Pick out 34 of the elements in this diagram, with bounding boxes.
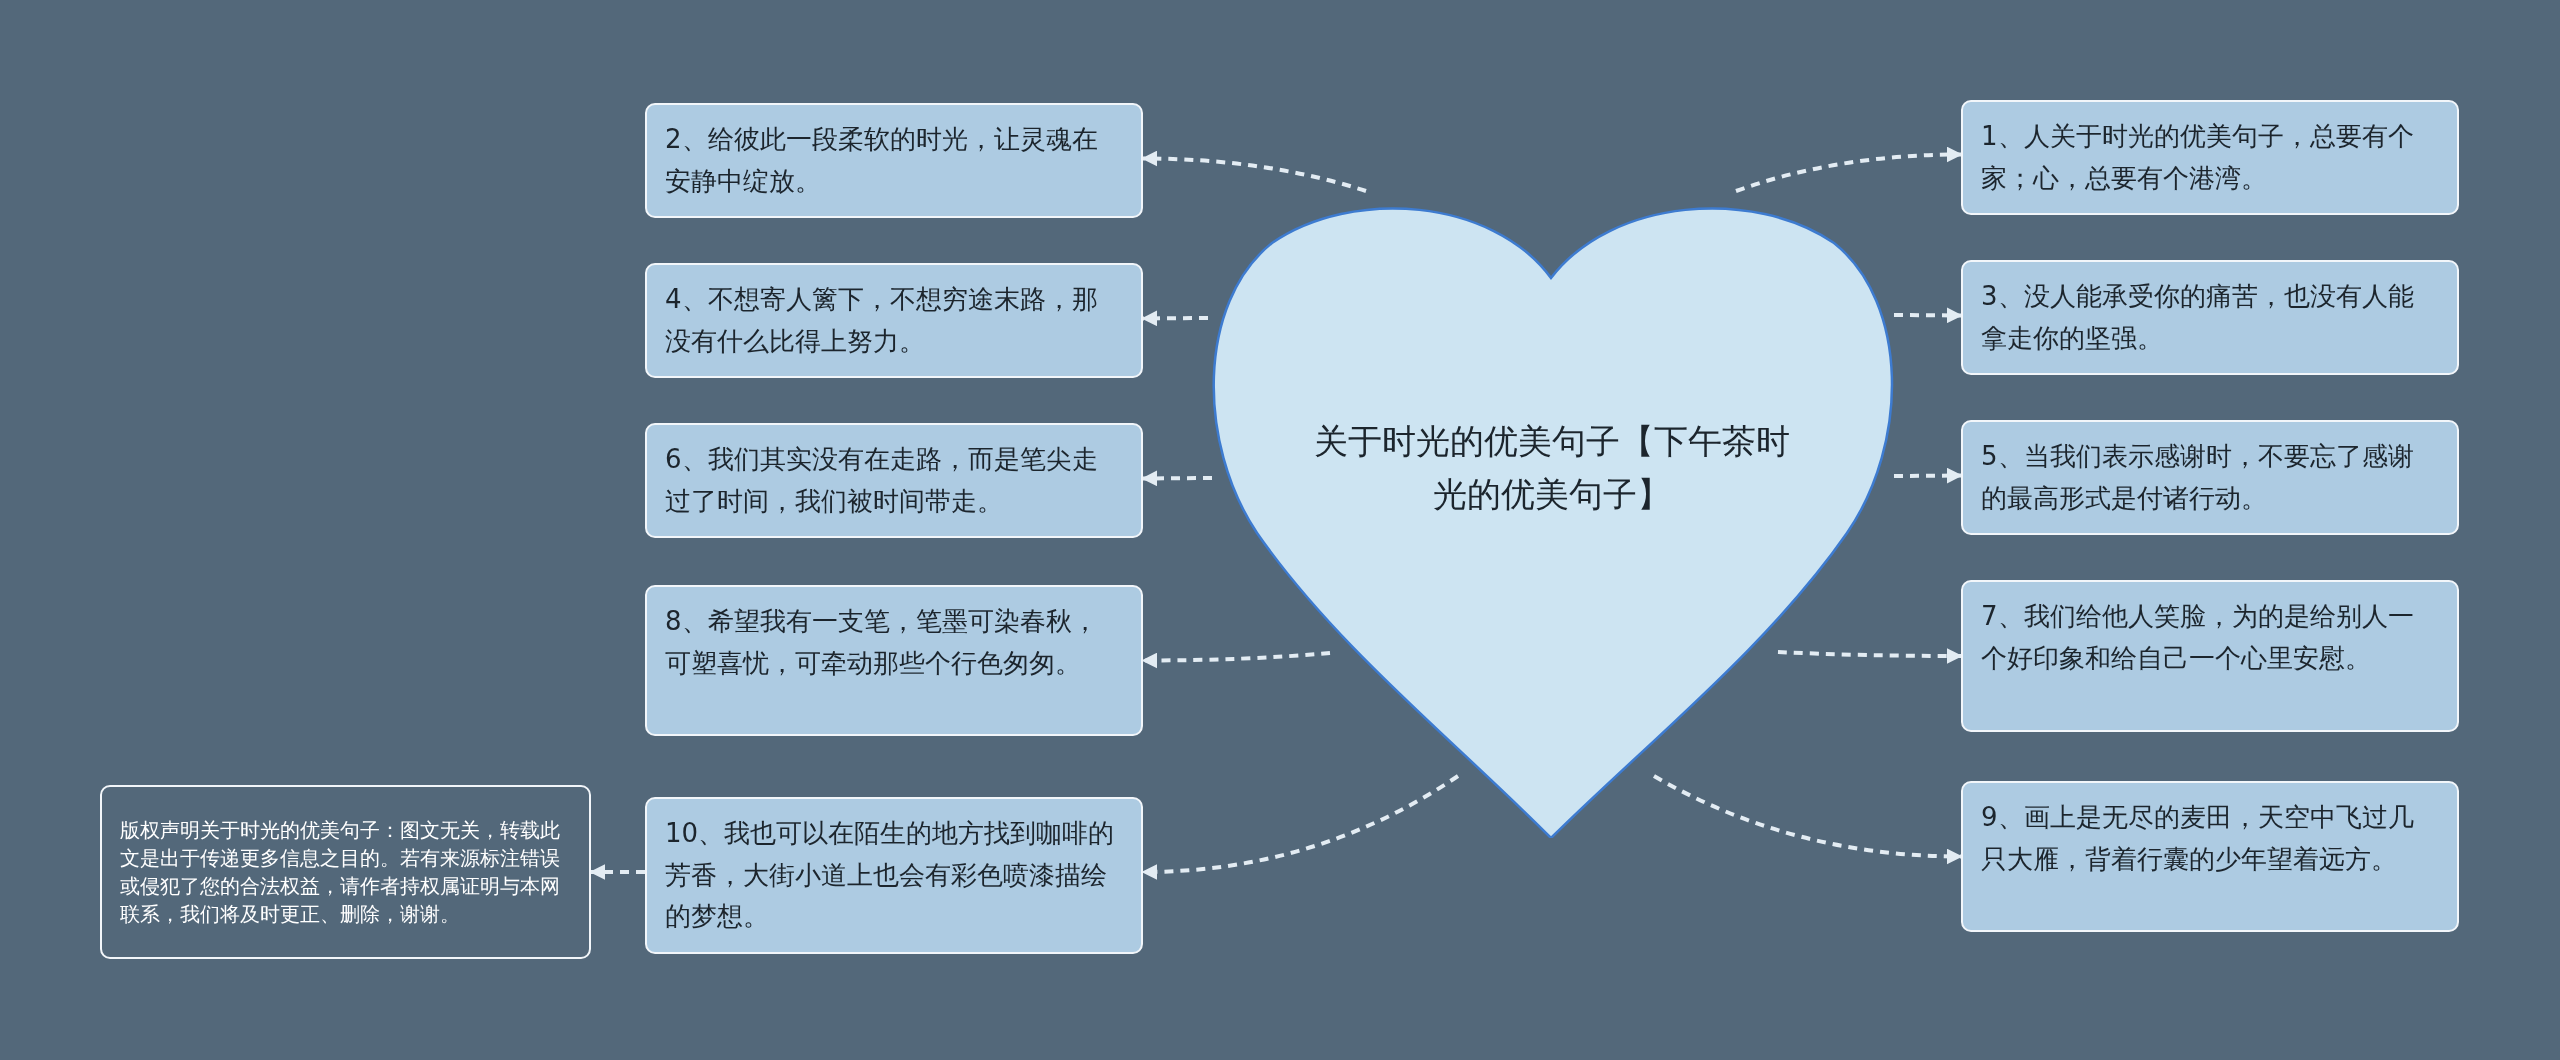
quote-box <box>645 797 1143 954</box>
quote-box <box>1961 100 2459 216</box>
quote-text: 7、我们给他人笑脸，为的是给别人一个好印象和给自己一个心里安慰。 <box>1981 600 2415 675</box>
quote-text: 5、当我们表示感谢时，不要忘了感谢的最高形式是付诸行动。 <box>1981 440 2415 515</box>
dashed-arrow <box>589 864 645 880</box>
dashed-arrow <box>1141 651 1331 669</box>
dashed-arrow <box>1894 307 1963 324</box>
central-topic-text: 关于时光的优美句子【下午茶时光的优美句子】 <box>1313 420 1791 516</box>
quote-text: 3、没人能承受你的痛苦，也没有人能拿走你的坚强。 <box>1981 280 2415 355</box>
quote-box <box>645 585 1143 736</box>
dashed-arrow <box>1894 467 1963 484</box>
dashed-arrow <box>1141 774 1460 880</box>
dashed-arrow <box>1141 470 1212 487</box>
copyright-note-box <box>100 785 591 959</box>
dashed-arrow <box>1141 310 1208 327</box>
quote-text: 4、不想寄人篱下，不想穷途末路，那没有什么比得上努力。 <box>665 283 1099 358</box>
quote-box <box>1961 781 2459 932</box>
copyright-text: 版权声明关于时光的优美句子：图文无关，转载此文是出于传递更多信息之目的。若有来源标注错误或侵犯了您的合法权益，请作者持权属证明与本网联系，我们将及时更正、删除，谢谢。 <box>120 817 561 928</box>
quote-box <box>645 263 1143 379</box>
quote-text: 2、给彼此一段柔软的时光，让灵魂在安静中绽放。 <box>665 123 1099 198</box>
dashed-arrow <box>1141 150 1367 193</box>
dashed-arrow <box>1735 146 1963 193</box>
quote-box <box>645 103 1143 219</box>
quote-text: 9、画上是无尽的麦田，天空中飞过几只大雁，背着行囊的少年望着远方。 <box>1981 801 2415 876</box>
quote-box <box>1961 580 2459 732</box>
quote-box <box>1961 260 2459 376</box>
dashed-arrow <box>1777 648 1963 664</box>
quote-box <box>645 423 1143 539</box>
quote-text: 10、我也可以在陌生的地方找到咖啡的芳香，大街小道上也会有彩色喷漆描绘的梦想。 <box>665 817 1116 934</box>
quote-box <box>1961 420 2459 536</box>
quote-text: 1、人关于时光的优美句子，总要有个家；心，总要有个港湾。 <box>1981 120 2415 195</box>
quote-text: 6、我们其实没有在走路，而是笔尖走过了时间，我们被时间带走。 <box>665 443 1099 518</box>
quote-text: 8、希望我有一支笔，笔墨可染春秋，可塑喜忧，可牵动那些个行色匆匆。 <box>665 605 1099 680</box>
dashed-arrow <box>1653 774 1963 865</box>
